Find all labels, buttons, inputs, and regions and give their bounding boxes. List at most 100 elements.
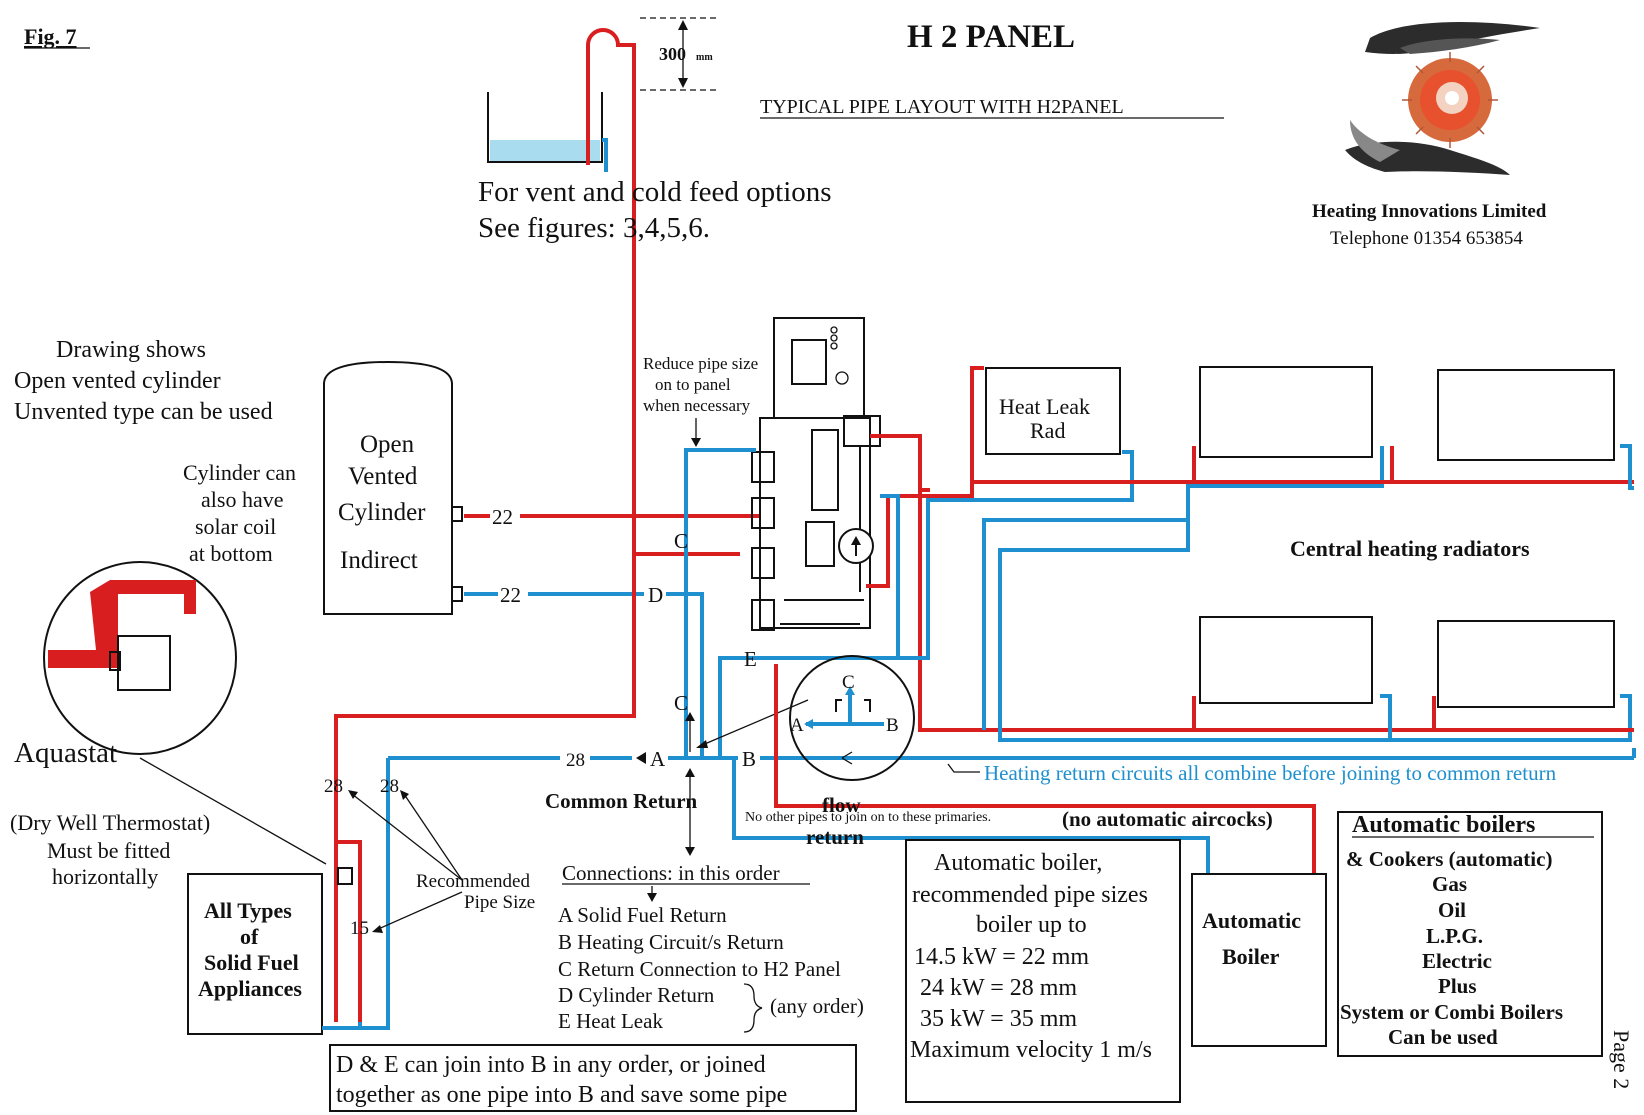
solar-note-line-2: also have xyxy=(201,487,283,512)
connection-c-label-lower: C xyxy=(674,691,688,715)
connection-item-c: C Return Connection to H2 Panel xyxy=(558,957,841,981)
cylinder-flow-size: 22 xyxy=(492,505,513,529)
aquastat-label: Aquastat xyxy=(14,737,117,769)
de-note-line-2: together as one pipe into B and save som… xyxy=(336,1082,787,1108)
solid-fuel-appliance xyxy=(187,873,323,1035)
diagram-title: H 2 PANEL xyxy=(907,19,1075,55)
connection-item-e: E Heat Leak xyxy=(558,1009,663,1033)
page-number: Page 2 xyxy=(1609,1030,1634,1089)
cylinder-label-3: Cylinder xyxy=(338,499,426,526)
detail-c-label: C xyxy=(842,672,855,693)
automatic-boilers-box xyxy=(1337,811,1603,1057)
aquastat-note-line-3: horizontally xyxy=(52,864,158,889)
reduce-note-line-3: when necessary xyxy=(643,396,751,415)
radiators-label: Central heating radiators xyxy=(1290,536,1530,561)
boiler-sizes-box xyxy=(905,839,1181,1103)
aquastat-note-line-2: Must be fitted xyxy=(47,838,170,863)
boiler-sizes-line-2: recommended pipe sizes xyxy=(912,882,1148,908)
solid-fuel-label-2: of xyxy=(240,924,259,949)
auto-list-item-1: & Cookers (automatic) xyxy=(1346,847,1552,871)
solid-fuel-flow-pipe xyxy=(334,556,636,1022)
company-telephone: Telephone 01354 653854 xyxy=(1330,228,1523,249)
boiler-return-pipe xyxy=(732,760,1210,874)
cylinder-label-2: Vented xyxy=(348,463,418,490)
boiler-sizes-line-4: 14.5 kW = 22 mm xyxy=(914,944,1089,970)
auto-list-title: Automatic boilers xyxy=(1352,812,1535,838)
auto-boiler-label-1: Automatic xyxy=(1202,908,1301,933)
aircocks-note: (no automatic aircocks) xyxy=(1062,807,1273,831)
boiler-return-label: return xyxy=(806,825,864,849)
vent-note-line-2: See figures: 3,4,5,6. xyxy=(478,212,710,244)
panel-heating-flow-pipe xyxy=(918,436,1606,732)
solar-note-line-1: Cylinder can xyxy=(183,460,296,485)
solar-note-line-3: solar coil xyxy=(195,514,276,539)
detail-a-label: A xyxy=(790,715,804,736)
cylinder-label-4: Indirect xyxy=(340,547,418,574)
heat-leak-radiator xyxy=(985,367,1121,455)
vent-height-value: 300 xyxy=(659,44,686,64)
recommended-size-line-2: Pipe Size xyxy=(464,892,535,913)
auto-list-item-2: Gas xyxy=(1432,872,1467,896)
company-name: Heating Innovations Limited xyxy=(1312,201,1547,222)
solid-small-size: 15 xyxy=(350,918,369,939)
junction-detail-circle: C A B xyxy=(696,655,915,781)
radiator-top-1 xyxy=(1199,366,1373,458)
auto-boiler-label-2: Boiler xyxy=(1222,944,1280,969)
solid-fuel-label-3: Solid Fuel xyxy=(204,950,299,975)
detail-b-label: B xyxy=(886,715,899,736)
boiler-sizes-line-6: 35 kW = 35 mm xyxy=(920,1006,1077,1032)
common-return-size: 28 xyxy=(566,750,585,771)
connections-any-order: (any order) xyxy=(770,994,864,1018)
radiator-bottom-1 xyxy=(1199,616,1373,704)
connection-c-label-upper: C xyxy=(674,529,688,553)
common-return-label: Common Return xyxy=(545,789,698,813)
radiator-bottom-2 xyxy=(1437,620,1615,708)
de-note-box xyxy=(329,1044,857,1112)
h2-panel-unit xyxy=(751,317,881,631)
connection-d-label: D xyxy=(648,583,663,607)
boiler-sizes-line-3: boiler up to xyxy=(976,912,1087,938)
boiler-sizes-line-1: Automatic boiler, xyxy=(934,850,1102,876)
heat-leak-label-2: Rad xyxy=(1030,418,1065,443)
cylinder-note-line-3: Unvented type can be used xyxy=(14,399,273,425)
boiler-sizes-line-7: Maximum velocity 1 m/s xyxy=(910,1037,1152,1063)
reduce-note-line-2: on to panel xyxy=(655,375,731,394)
recommended-size-line-1: Recommended xyxy=(416,871,530,892)
de-note-line-1: D & E can join into B in any order, or j… xyxy=(336,1052,766,1078)
aquastat-note-line-1: (Dry Well Thermostat) xyxy=(10,810,210,835)
open-vent-pipe xyxy=(586,28,634,165)
primaries-note: No other pipes to join on to these prima… xyxy=(745,810,991,825)
auto-list-item-6: Plus xyxy=(1438,974,1477,998)
solid-return-size: 28 xyxy=(380,776,399,797)
vent-height-dimension: 300 mm xyxy=(640,17,720,91)
vent-height-unit: mm xyxy=(696,52,713,63)
radiator-top-2 xyxy=(1437,369,1615,461)
boiler-flow-pipe xyxy=(774,664,1316,874)
cylinder-return-size: 22 xyxy=(500,583,521,607)
diagram-subtitle: TYPICAL PIPE LAYOUT WITH H2PANEL xyxy=(760,96,1124,118)
connection-item-a: A Solid Fuel Return xyxy=(558,903,727,927)
auto-list-item-4: L.P.G. xyxy=(1426,924,1483,948)
boiler-sizes-line-5: 24 kW = 28 mm xyxy=(920,975,1077,1001)
feed-expansion-tank xyxy=(487,92,603,163)
automatic-boiler xyxy=(1191,873,1327,1047)
company-logo xyxy=(1345,22,1540,175)
heating-return-note: Heating return circuits all combine befo… xyxy=(984,761,1557,785)
connection-e-label: E xyxy=(744,647,757,671)
figure-label: Fig. 7 xyxy=(24,24,77,49)
panel-return-pipe xyxy=(684,448,756,760)
reduce-note-line-1: Reduce pipe size xyxy=(643,354,758,373)
cylinder-label-1: Open xyxy=(360,431,415,458)
connection-b-label: B xyxy=(742,747,756,771)
solar-note-line-4: at bottom xyxy=(189,541,273,566)
cylinder-note-line-2: Open vented cylinder xyxy=(14,368,221,394)
connection-a-label: A xyxy=(650,747,666,771)
solid-fuel-label-1: All Types xyxy=(204,898,292,923)
connection-item-d: D Cylinder Return xyxy=(558,983,715,1007)
connection-item-b: B Heating Circuit/s Return xyxy=(558,930,784,954)
aquastat-detail-circle xyxy=(43,561,237,755)
auto-list-item-3: Oil xyxy=(1438,898,1466,922)
cold-feed-pipe xyxy=(602,138,608,172)
vent-note-line-1: For vent and cold feed options xyxy=(478,176,832,208)
